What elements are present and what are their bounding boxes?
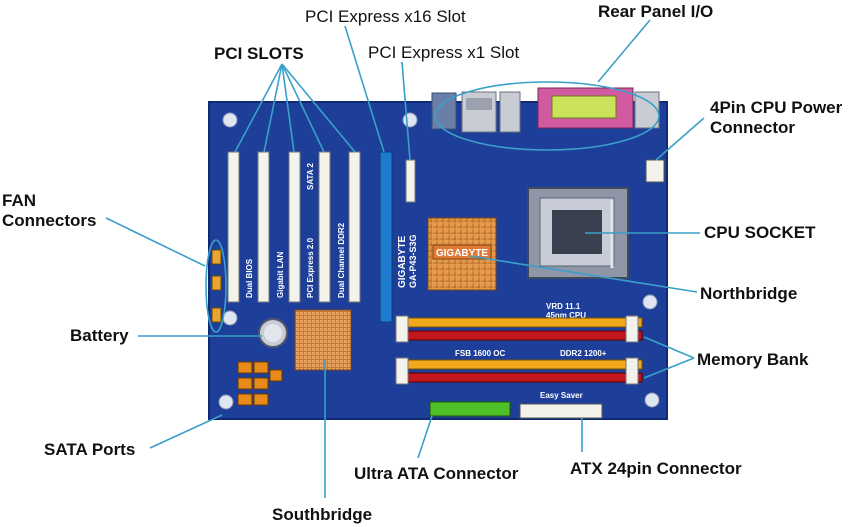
label-fan-line2: Connectors [2, 211, 97, 230]
leader-northbridge [469, 255, 698, 293]
label-northbridge: Northbridge [700, 284, 798, 303]
fan-ellipse [205, 239, 227, 333]
board-text-fsb: FSB 1600 OC [455, 349, 505, 358]
cpu-power-connector [645, 159, 665, 183]
leader-pci-4 [281, 63, 325, 153]
label-rear-panel-io: Rear Panel I/O [598, 2, 714, 21]
cmos-battery [258, 318, 288, 348]
northbridge-heatsink: GIGABYTE [427, 217, 497, 291]
label-atx-24pin-connector: ATX 24pin Connector [570, 459, 742, 478]
board-text-brand-vertical: GIGABYTE [397, 235, 408, 288]
heatsink-brand: GIGABYTE [436, 248, 489, 259]
leader-cpu-power [655, 117, 705, 161]
leader-pci-2 [263, 63, 283, 153]
label-ultra-ata-connector: Ultra ATA Connector [354, 464, 519, 483]
atx-24pin-connector [519, 403, 603, 419]
label-fan-line1: FAN [2, 191, 36, 210]
rear-panel-ellipse [434, 81, 660, 151]
label-pci-express-x1: PCI Express x1 Slot [368, 43, 520, 62]
label-cpu-power-line2: Connector [710, 118, 795, 137]
label-cpu-socket: CPU SOCKET [704, 223, 816, 242]
leader-ultra-ata [417, 415, 433, 459]
leader-rear-panel [597, 19, 651, 83]
ultra-ata-connector [429, 401, 511, 417]
leader-pcie-x16 [344, 25, 385, 153]
board-text-easy-saver: Easy Saver [540, 391, 583, 400]
label-battery: Battery [70, 326, 129, 345]
board-text-model: GA-P43-S3G [408, 234, 418, 288]
label-sata-ports: SATA Ports [44, 440, 136, 459]
label-memory-bank: Memory Bank [697, 350, 809, 369]
pcie-x16-slot [379, 151, 393, 323]
leader-pcie-x1 [401, 61, 411, 161]
board-text-gigabit-lan: Gigabit LAN [276, 252, 285, 298]
leader-pci-1 [234, 63, 283, 153]
leader-sata [149, 414, 223, 449]
leader-lines [105, 19, 705, 498]
leader-pci-5 [281, 63, 356, 153]
label-cpu-power-line1: 4Pin CPU Power [710, 98, 843, 117]
board-text-dual-bios: Dual BIOS [245, 258, 254, 298]
board-text-pcie-2: PCI Express 2.0 [306, 237, 315, 298]
board-text-ddr2: DDR2 1200+ [560, 349, 607, 358]
label-pci-slots: PCI SLOTS [214, 44, 304, 63]
southbridge-heatsink [294, 309, 352, 371]
label-fan-connectors: FAN Connectors [2, 191, 122, 231]
label-pci-express-x16: PCI Express x16 Slot [305, 7, 466, 26]
board-vertical-texts: Dual BIOS Gigabit LAN PCI Express 2.0 SA… [245, 162, 418, 298]
pcie-x1-slot [405, 159, 416, 203]
fan-connector-group [211, 249, 222, 323]
board-text-sata2: SATA 2 [306, 162, 315, 190]
board-text-dual-channel: Dual Channel DDR2 [337, 222, 346, 298]
leader-fan [105, 217, 206, 267]
leader-memory-2 [643, 357, 695, 379]
rear-panel-io [431, 87, 660, 133]
label-cpu-power-connector: 4Pin CPU Power Connector [710, 98, 850, 138]
cpu-socket [527, 187, 629, 279]
leader-memory-1 [643, 336, 695, 359]
label-southbridge: Southbridge [272, 505, 373, 524]
leader-pci-3 [281, 63, 295, 153]
sata-port-group [237, 361, 283, 406]
board-text-45nm: 45nm CPU [546, 311, 586, 320]
memory-slots [395, 315, 643, 385]
pci-slots [227, 151, 361, 303]
board-text-vrd: VRD 11.1 [546, 302, 581, 311]
